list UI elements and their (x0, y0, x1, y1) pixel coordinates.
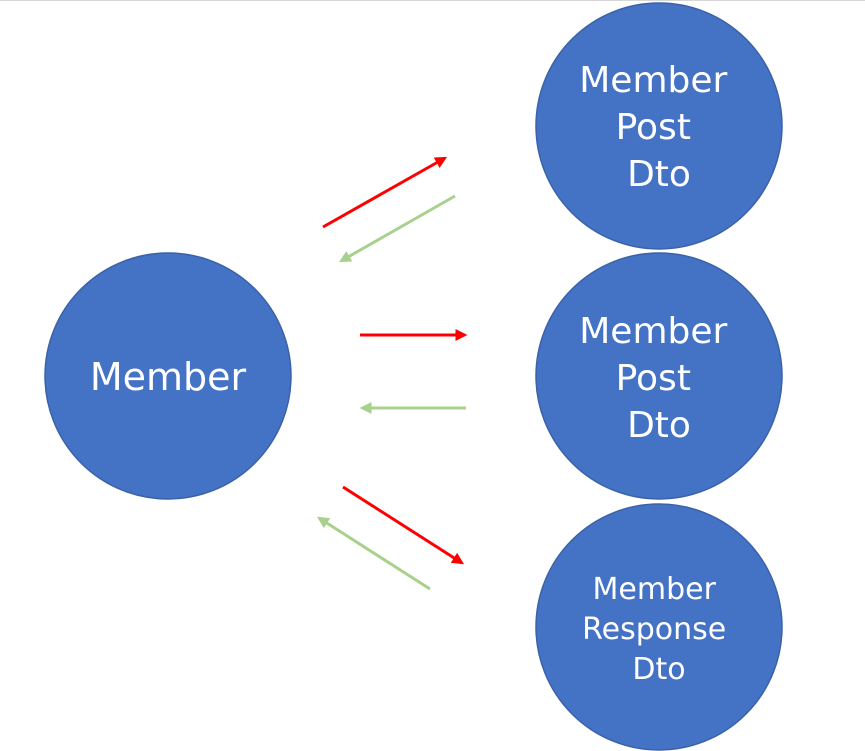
svg-text:Member Post Dto: Member Post Dto (579, 311, 739, 446)
arrow-response-dto-to-member (316, 516, 431, 591)
node-member-post-dto-2: Member Post Dto (535, 252, 783, 500)
node-response-dto-line-3: Dto (632, 652, 685, 687)
svg-text:Member Post Dto: Member Post Dto (579, 60, 739, 195)
node-post-dto-2-line-2: Post (616, 358, 691, 399)
arrow-member-to-response-dto (342, 485, 465, 565)
node-response-dto-line-1: Member (593, 572, 717, 607)
node-member-line-1: Member (90, 355, 247, 399)
node-post-dto-1-line-3: Dto (627, 154, 691, 195)
node-post-dto-2-line-3: Dto (627, 405, 691, 446)
node-post-dto-2-line-1: Member (579, 311, 727, 352)
node-member-response-dto: Member Response Dto (535, 503, 783, 751)
svg-text:Member Response Dt: Member Response Dto (582, 572, 736, 687)
svg-text:Member: Member (90, 355, 247, 399)
node-member: Member (44, 252, 292, 500)
node-response-dto-line-2: Response (582, 612, 726, 647)
node-member-post-dto-1: Member Post Dto (535, 2, 783, 250)
top-border (0, 0, 865, 1)
node-post-dto-1-line-1: Member (579, 60, 727, 101)
arrow-post-dto-1-to-member (338, 194, 456, 263)
arrow-member-to-post-dto-1 (322, 156, 448, 229)
node-post-dto-1-line-2: Post (616, 107, 691, 148)
